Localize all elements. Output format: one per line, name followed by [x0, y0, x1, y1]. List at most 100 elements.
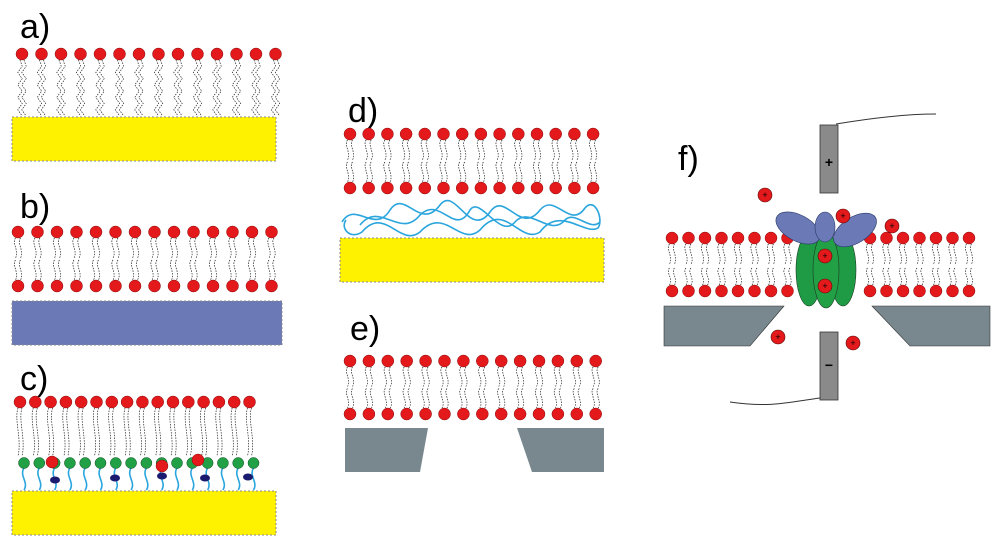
lipid-head: [438, 407, 451, 421]
cation: [884, 218, 900, 234]
lipid-tail: [233, 259, 237, 281]
lipid-head: [748, 231, 761, 245]
lipid-head: [962, 284, 976, 298]
lipid-tail: [502, 388, 506, 409]
lipid-tail: [388, 139, 392, 161]
lipid-tail: [215, 407, 219, 457]
tether-anchor-head: [140, 457, 153, 469]
lipid-tail: [920, 267, 924, 286]
lipid-tail: [20, 407, 24, 457]
lipid-tail: [246, 407, 249, 457]
lipid-tail: [970, 243, 973, 265]
lipid-head: [731, 231, 745, 245]
lipid-tail: [932, 243, 935, 265]
lipid-head: [155, 459, 169, 473]
panel-c-upper-leaflet: [13, 395, 256, 457]
lipid-head: [265, 225, 278, 239]
lipid-head: [245, 279, 259, 293]
negative-electrode: [819, 331, 839, 401]
lipid-tail: [596, 388, 600, 409]
lipid-tail: [214, 237, 217, 259]
lipid-head: [474, 181, 488, 195]
lipid-tail: [904, 267, 907, 286]
lipid-tail: [500, 139, 504, 161]
lipid-tail: [118, 59, 125, 117]
lipid-tail: [459, 388, 463, 409]
lipid-head: [863, 284, 877, 298]
lipid-tail: [556, 161, 560, 183]
panel-a-gold-substrate: [11, 116, 277, 162]
panel-d-gold-substrate: [339, 237, 605, 283]
lipid-tail: [189, 237, 193, 259]
lipid-tail: [701, 243, 704, 265]
lipid-tail: [134, 59, 140, 117]
lipid-tail: [19, 259, 22, 281]
channel-subunit-center: [814, 211, 836, 243]
lipid-tail: [138, 407, 142, 457]
lipid-tail: [200, 407, 204, 457]
lipid-tail: [150, 259, 154, 281]
lipid-head: [896, 284, 910, 298]
lipid-head: [152, 47, 165, 61]
lipid-tail: [899, 267, 902, 286]
lipid-head: [269, 47, 282, 61]
lipid-head: [182, 395, 195, 409]
lipid-head: [896, 231, 910, 245]
lipid-head: [227, 395, 241, 409]
lipid-tail: [114, 59, 121, 117]
tether-chain: [220, 467, 226, 491]
lipid-tail: [684, 243, 688, 265]
lipid-tail: [407, 366, 411, 387]
lipid-tail: [272, 259, 276, 281]
lipid-tail: [464, 388, 468, 409]
lipid-head: [381, 127, 394, 141]
lipid-tail: [58, 259, 61, 281]
lipid-tail: [558, 388, 562, 409]
lipid-tail: [535, 388, 538, 409]
tether-anchor-head: [171, 457, 183, 469]
lipid-tail: [72, 259, 76, 281]
lipid-head: [132, 47, 146, 61]
lipid-head: [15, 47, 29, 61]
lipid-head: [530, 127, 544, 141]
lipid-tail: [131, 237, 134, 259]
lipid-head: [59, 395, 73, 409]
lipid-head: [226, 279, 239, 293]
tether-anchor-head: [79, 457, 91, 469]
panel-f: f) + − +++++++: [663, 113, 991, 406]
lipid-tail: [233, 237, 237, 259]
lipid-tail: [521, 366, 525, 387]
lipid-tail: [77, 237, 81, 259]
lipid-tail: [351, 161, 354, 183]
panel-b: b): [11, 188, 283, 346]
lipid-tail: [570, 139, 574, 161]
lipid-tail: [444, 161, 448, 183]
lipid-head: [399, 181, 413, 195]
lipid-head: [249, 47, 263, 61]
lipid-tail: [51, 407, 55, 457]
cation: [817, 248, 833, 264]
lipid-tail: [116, 259, 120, 281]
lipid-tail: [425, 139, 429, 161]
panel-e: e): [343, 310, 604, 472]
lipid-tail: [948, 243, 952, 265]
lipid-tail: [589, 161, 593, 183]
lipid-head: [512, 127, 525, 141]
panel-c-label: c): [20, 360, 48, 398]
lipid-head: [715, 231, 728, 245]
lipid-tail: [426, 366, 430, 387]
lipid-tail: [209, 259, 212, 281]
lipid-tail: [56, 59, 62, 117]
tether-anchor-head: [64, 457, 76, 469]
lipid-tail: [497, 366, 501, 387]
lipid-tail: [516, 388, 520, 409]
cation-charge: +: [822, 281, 827, 291]
lipid-head: [74, 47, 87, 61]
lipid-tail: [882, 243, 886, 265]
lipid-tail: [915, 243, 919, 265]
lipid-tail: [364, 388, 368, 409]
lipid-tail: [383, 139, 387, 161]
lipid-tail: [591, 388, 595, 409]
lipid-tail: [425, 161, 429, 183]
panel-d: d): [339, 92, 605, 283]
